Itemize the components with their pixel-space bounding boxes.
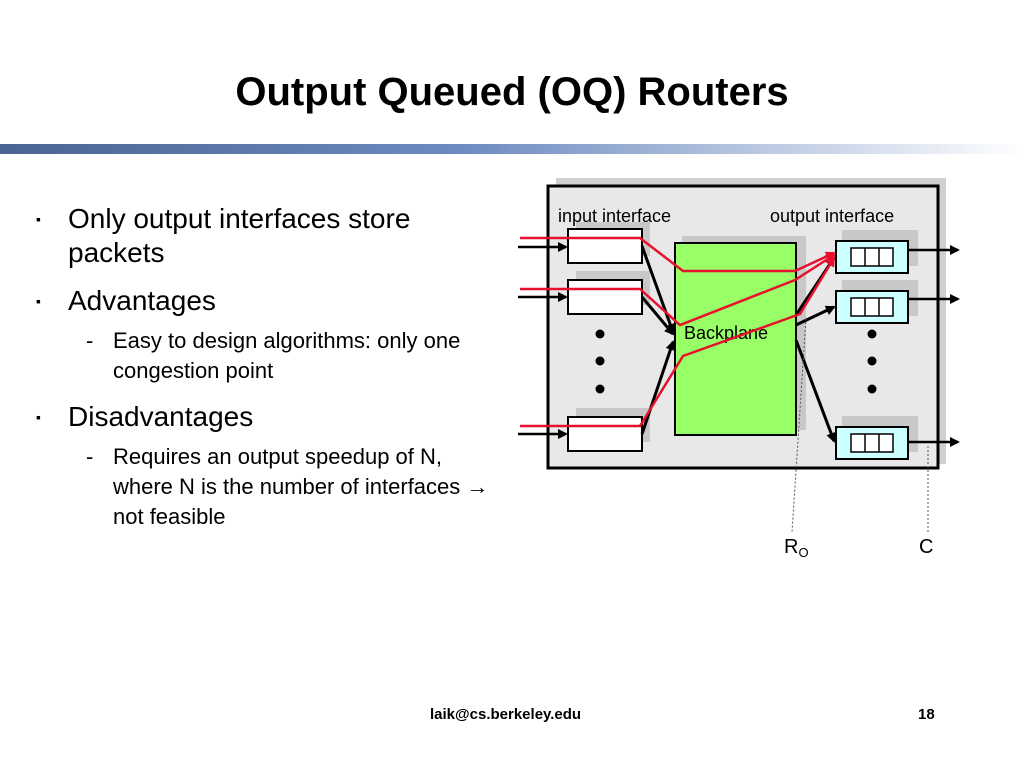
input-to-backplane-arrow [640,296,675,336]
packet-path [520,236,836,273]
ellipsis-dot [867,356,877,366]
output-interface-label: output interface [770,206,894,226]
bullet-marker: ▪ [36,293,41,309]
title-underline [0,144,1024,154]
bullet-item: ▪ Disadvantages [36,400,506,434]
sub-bullet-item: - Requires an output speedup of N, where… [36,442,506,532]
ellipsis-dot [595,356,605,366]
ro-label: RO [784,536,809,560]
backplane-to-output-arrow [795,305,836,327]
packet-path [520,256,836,428]
input-interface-box [567,228,643,264]
backplane-to-output-arrow [794,339,836,443]
sub-bullet-item: - Easy to design algorithms: only one co… [36,326,506,386]
bullet-item: ▪ Only output interfaces store packets [36,202,506,270]
input-interface-box [567,279,643,315]
sub-bullet-text: Requires an output speedup of N, where N… [113,444,489,529]
bullet-list: ▪ Only output interfaces store packets ▪… [36,202,506,546]
input-to-backplane-arrow [640,340,676,435]
input-interface-box [567,416,643,452]
packet-path [520,253,836,327]
ellipsis-dot [867,384,877,394]
ro-label-subscript: O [798,545,808,560]
backplane-label: Backplane [684,323,768,343]
bullet-text: Advantages [68,285,216,316]
ro-label-main: R [784,536,798,558]
sub-bullet-text: Easy to design algorithms: only one cong… [113,328,461,383]
sub-bullet-marker: - [86,444,94,469]
footer-email: laik@cs.berkeley.edu [430,706,582,723]
ellipsis-dot [595,329,605,339]
sub-bullet-marker: - [86,328,94,353]
page-number: 18 [918,706,935,723]
backplane-box [674,242,797,436]
bullet-item: ▪ Advantages [36,284,506,318]
queue-slots [850,247,894,267]
ellipsis-dot [595,384,605,394]
bullet-marker: ▪ [36,211,41,227]
input-interface-label: input interface [558,206,671,226]
queue-slots [850,433,894,453]
slide-title: Output Queued (OQ) Routers [235,70,789,114]
bullet-marker: ▪ [36,409,41,425]
input-to-backplane-arrow [640,245,675,334]
bullet-text: Only output interfaces store packets [68,203,411,268]
queue-slots [850,297,894,317]
ellipsis-dot [867,329,877,339]
c-label: C [919,536,933,558]
bullet-text: Disadvantages [68,401,254,432]
output-queue-box [835,290,909,324]
